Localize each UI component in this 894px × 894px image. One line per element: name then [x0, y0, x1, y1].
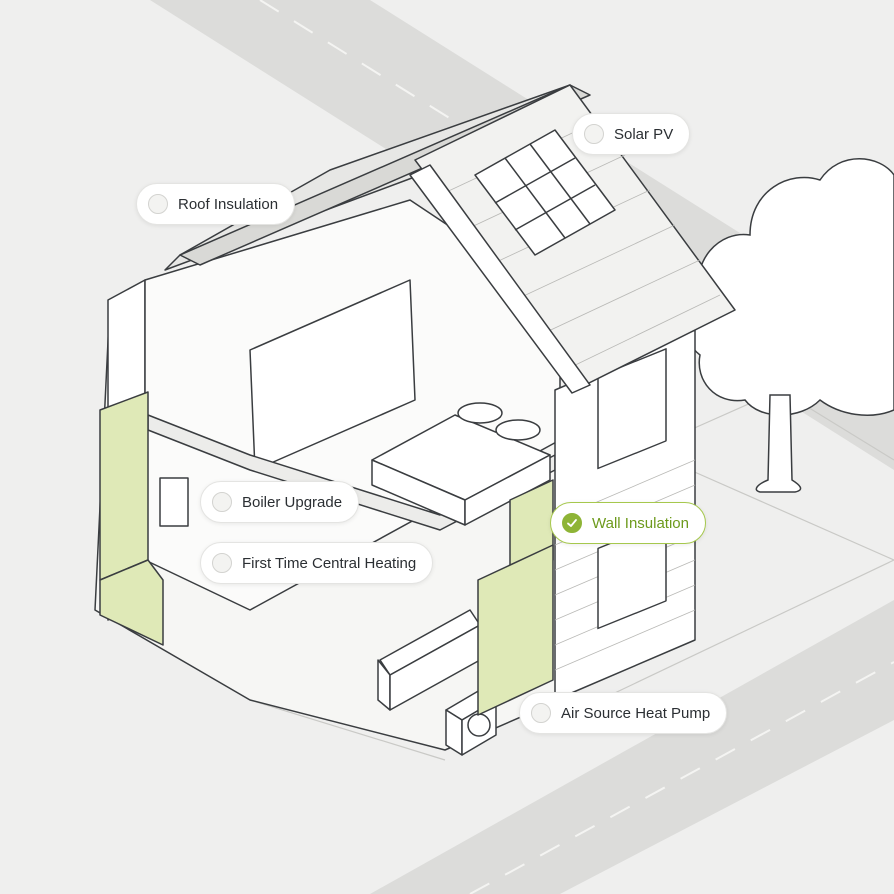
option-label: Boiler Upgrade [242, 493, 343, 511]
option-label: First Time Central Heating [242, 554, 417, 572]
boiler [159, 477, 189, 527]
bed [371, 402, 551, 526]
option-roof-insulation[interactable]: Roof Insulation [136, 183, 296, 225]
radio-icon [584, 124, 604, 144]
option-first-time-central-heating[interactable]: First Time Central Heating [200, 542, 434, 584]
partition-wall [249, 279, 416, 471]
sofa [377, 609, 481, 711]
radio-icon [531, 703, 551, 723]
radio-icon [148, 194, 168, 214]
option-label: Solar PV [614, 125, 674, 143]
tree-trunk [755, 394, 802, 493]
option-label: Wall Insulation [592, 514, 689, 532]
road-front [370, 600, 894, 894]
wall-insulation-panels [99, 391, 554, 716]
road-front-dashes [469, 661, 894, 894]
tree [686, 158, 894, 493]
option-wall-insulation[interactable]: Wall Insulation [550, 502, 706, 544]
option-air-source-heat-pump[interactable]: Air Source Heat Pump [519, 692, 728, 734]
roof-eave [409, 164, 591, 394]
radio-icon [212, 492, 232, 512]
option-boiler-upgrade[interactable]: Boiler Upgrade [200, 481, 360, 523]
radio-icon [212, 553, 232, 573]
window-upper [597, 348, 667, 470]
option-label: Air Source Heat Pump [561, 704, 711, 722]
solar-panels [474, 129, 616, 256]
tree-canopy [686, 158, 894, 416]
check-icon [562, 513, 582, 533]
option-label: Roof Insulation [178, 195, 279, 213]
option-solar-pv[interactable]: Solar PV [572, 113, 691, 155]
